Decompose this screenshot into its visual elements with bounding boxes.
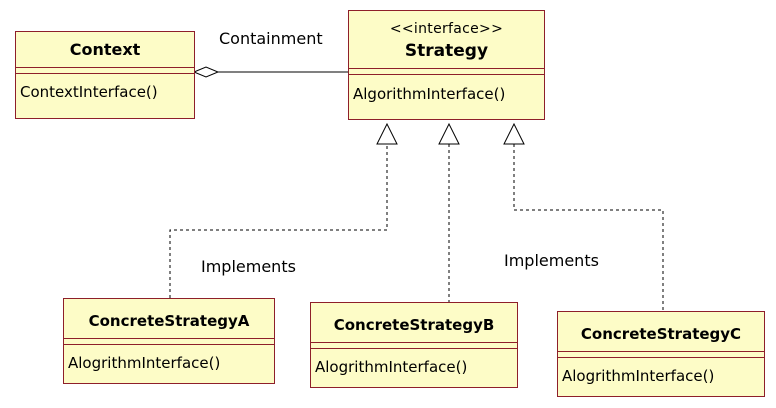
implements-label-right: Implements [504, 251, 599, 270]
class-concrete-strategy-b-operation: AlogrithmInterface() [315, 358, 468, 376]
realization-arrow-icon-c [503, 122, 525, 145]
realization-arrow-icon-b [438, 122, 460, 145]
class-concrete-strategy-b-name: ConcreteStrategyB [311, 303, 517, 343]
realization-arrow-icon-a [376, 122, 398, 145]
class-concrete-strategy-b: ConcreteStrategyB AlogrithmInterface() [310, 302, 518, 388]
class-strategy: <<interface>> Strategy AlgorithmInterfac… [348, 10, 545, 120]
class-concrete-strategy-a: ConcreteStrategyA AlogrithmInterface() [63, 298, 275, 384]
class-strategy-header: <<interface>> Strategy [349, 11, 544, 69]
implements-label-left: Implements [201, 257, 296, 276]
implements-line-c [513, 144, 664, 311]
class-context: Context ContextInterface() [15, 31, 195, 119]
class-concrete-strategy-a-operation: AlogrithmInterface() [68, 354, 221, 372]
class-concrete-strategy-c-attributes [558, 352, 764, 358]
class-context-name: Context [16, 32, 194, 68]
class-concrete-strategy-c-name: ConcreteStrategyC [558, 312, 764, 352]
class-concrete-strategy-a-name: ConcreteStrategyA [64, 299, 274, 339]
class-concrete-strategy-b-attributes [311, 343, 517, 349]
class-context-attributes [16, 68, 194, 74]
class-strategy-operation: AlgorithmInterface() [353, 85, 506, 103]
implements-line-a [169, 144, 388, 298]
class-concrete-strategy-a-attributes [64, 339, 274, 345]
class-concrete-strategy-c-operation: AlogrithmInterface() [562, 367, 715, 385]
containment-label: Containment [219, 29, 323, 48]
class-context-operation: ContextInterface() [20, 83, 158, 101]
class-strategy-name: Strategy [404, 41, 489, 61]
class-concrete-strategy-c: ConcreteStrategyC AlogrithmInterface() [557, 311, 765, 397]
class-strategy-attributes [349, 69, 544, 75]
class-strategy-stereotype: <<interface>> [389, 21, 504, 37]
aggregation-diamond-icon [192, 66, 220, 78]
